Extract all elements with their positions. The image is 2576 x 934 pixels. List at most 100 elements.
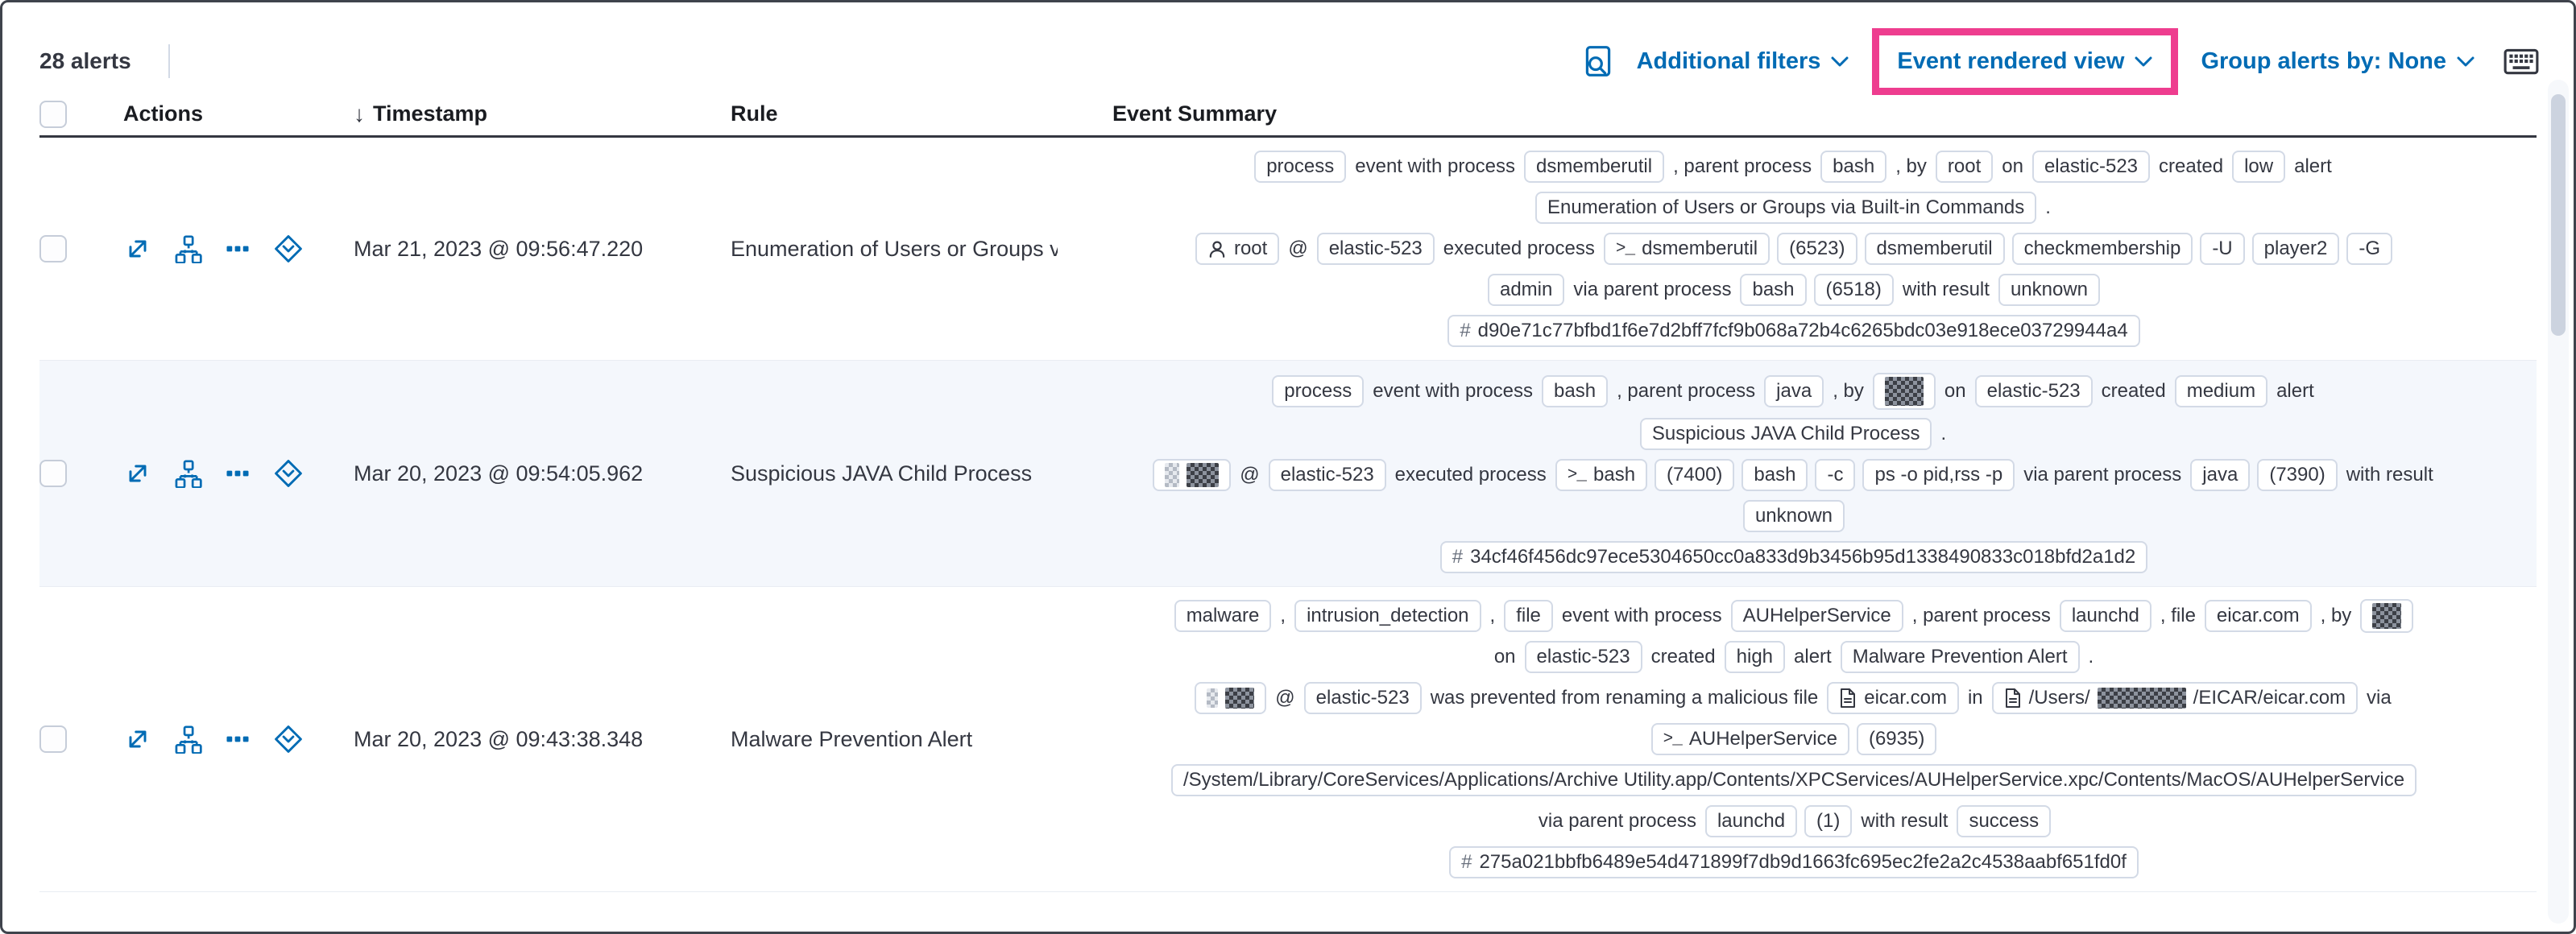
field-value-badge[interactable]: elastic-523 xyxy=(2031,151,2151,183)
file-badge[interactable]: /Users//EICAR/eicar.com xyxy=(1991,682,2359,714)
field-value-badge[interactable]: bash xyxy=(1820,151,1887,183)
redacted-badge[interactable] xyxy=(1195,682,1267,714)
column-header-rule[interactable]: Rule xyxy=(702,101,1058,126)
view-selector-button[interactable]: Event rendered view xyxy=(1897,48,2153,75)
badge-text: /System/Library/CoreServices/Application… xyxy=(1182,769,2405,791)
analyze-event-icon[interactable] xyxy=(173,234,202,263)
field-value-badge[interactable]: Enumeration of Users or Groups via Built… xyxy=(1535,192,2037,224)
redacted-badge[interactable] xyxy=(1872,373,1936,410)
field-value-badge[interactable]: file xyxy=(1504,600,1553,632)
row-checkbox[interactable] xyxy=(39,725,67,753)
field-value-badge[interactable]: (1) xyxy=(1804,805,1853,837)
field-value-badge[interactable]: eicar.com xyxy=(2204,600,2312,632)
keyboard-shortcuts-icon[interactable] xyxy=(2503,44,2540,78)
alert-count-label: 28 alerts xyxy=(39,48,131,73)
field-value-badge[interactable]: intrusion_detection xyxy=(1294,600,1481,632)
field-value-badge[interactable]: /System/Library/CoreServices/Application… xyxy=(1170,764,2417,796)
analyze-event-icon[interactable] xyxy=(173,459,202,488)
investigate-in-timeline-icon[interactable] xyxy=(273,458,304,489)
field-value-badge[interactable]: (7390) xyxy=(2257,459,2338,491)
process-badge[interactable]: >_bash xyxy=(1555,459,1648,491)
field-value-badge[interactable]: root xyxy=(1935,151,1994,183)
field-value-badge[interactable]: bash xyxy=(1542,375,1609,407)
field-value-badge[interactable]: dsmemberutil xyxy=(1864,233,2005,265)
investigate-in-timeline-icon[interactable] xyxy=(273,234,304,264)
field-value-badge[interactable]: -c xyxy=(1815,459,1856,491)
additional-filters-button[interactable]: Additional filters xyxy=(1637,48,1850,75)
field-value-badge[interactable]: elastic-523 xyxy=(1303,682,1422,714)
group-alerts-by-button[interactable]: Group alerts by: None xyxy=(2201,48,2475,75)
select-all-checkbox[interactable] xyxy=(39,100,67,128)
analyze-event-icon[interactable] xyxy=(173,725,202,754)
summary-text: executed process xyxy=(1443,238,1595,259)
summary-text: , by xyxy=(1895,155,1927,177)
field-value-badge[interactable]: java xyxy=(1764,375,1824,407)
column-header-timestamp[interactable]: ↓ Timestamp xyxy=(321,101,702,127)
field-value-badge[interactable]: elastic-523 xyxy=(1268,459,1386,491)
rule-cell[interactable]: Enumeration of Users or Groups via Bui xyxy=(731,236,1058,261)
process-badge[interactable]: >_AUHelperService xyxy=(1650,723,1849,755)
user-badge[interactable]: root xyxy=(1195,233,1280,265)
field-value-badge[interactable]: admin xyxy=(1487,274,1565,306)
more-actions-icon[interactable] xyxy=(223,459,252,488)
investigate-in-timeline-icon[interactable] xyxy=(273,724,304,754)
inspect-icon[interactable] xyxy=(1582,44,1614,78)
row-actions-cell xyxy=(86,458,321,489)
field-value-badge[interactable]: launchd xyxy=(1704,805,1798,837)
field-value-badge[interactable]: AUHelperService xyxy=(1730,600,1903,632)
field-value-badge[interactable]: unknown xyxy=(1998,274,2101,306)
field-value-badge[interactable]: player2 xyxy=(2251,233,2340,265)
scrollbar-thumb[interactable] xyxy=(2551,94,2566,336)
field-value-badge[interactable]: success xyxy=(1957,805,2052,837)
row-checkbox[interactable] xyxy=(39,460,67,487)
field-value-badge[interactable]: (6935) xyxy=(1856,723,1937,755)
field-value-badge[interactable]: bash xyxy=(1741,459,1808,491)
field-value-badge[interactable]: dsmemberutil xyxy=(1524,151,1665,183)
process-badge[interactable]: >_dsmemberutil xyxy=(1603,233,1770,265)
field-value-badge[interactable]: Suspicious JAVA Child Process xyxy=(1639,418,1932,450)
field-value-badge[interactable]: (6518) xyxy=(1813,274,1894,306)
field-value-badge[interactable]: -G xyxy=(2346,233,2393,265)
redacted-badge[interactable] xyxy=(1153,459,1232,491)
row-checkbox[interactable] xyxy=(39,235,67,262)
field-value-badge[interactable]: java xyxy=(2190,459,2251,491)
more-actions-icon[interactable] xyxy=(223,725,252,754)
field-value-badge[interactable]: high xyxy=(1724,641,1786,673)
field-value-badge[interactable]: unknown xyxy=(1742,500,1845,532)
alerts-toolbar: 28 alerts Additional filters Event rende… xyxy=(39,27,2540,95)
more-actions-icon[interactable] xyxy=(223,234,252,263)
field-value-badge[interactable]: malware xyxy=(1174,600,1272,632)
badge-text: AUHelperService xyxy=(1742,605,1891,626)
field-value-badge[interactable]: checkmembership xyxy=(2011,233,2193,265)
field-value-badge[interactable]: elastic-523 xyxy=(1974,375,2093,407)
field-value-badge[interactable]: medium xyxy=(2174,375,2268,407)
expand-alert-icon[interactable] xyxy=(123,234,152,263)
badge-text: bash xyxy=(1554,380,1597,402)
file-badge[interactable]: eicar.com xyxy=(1827,682,1959,714)
hash-badge[interactable]: #275a021bbfb6489e54d471899f7db9d1663fc69… xyxy=(1449,846,2139,878)
hash-badge[interactable]: #34cf46f456dc97ece5304650cc0a833d9b3456b… xyxy=(1439,541,2148,573)
badge-text: unknown xyxy=(1754,505,1833,527)
field-value-badge[interactable]: bash xyxy=(1740,274,1807,306)
redacted-badge[interactable] xyxy=(2360,599,2414,633)
field-value-badge[interactable]: launchd xyxy=(2059,600,2151,632)
field-value-badge[interactable]: process xyxy=(1272,375,1365,407)
rule-cell[interactable]: Suspicious JAVA Child Process xyxy=(731,461,1033,486)
badge-text: root xyxy=(1233,238,1268,259)
vertical-scrollbar[interactable] xyxy=(2548,80,2569,924)
badge-text: 275a021bbfb6489e54d471899f7db9d1663fc695… xyxy=(1479,851,2127,873)
field-value-badge[interactable]: (7400) xyxy=(1655,459,1735,491)
field-value-badge[interactable]: ps -o pid,rss -p xyxy=(1862,459,2015,491)
field-value-badge[interactable]: -U xyxy=(2200,233,2245,265)
field-value-badge[interactable]: elastic-523 xyxy=(1524,641,1642,673)
field-value-badge[interactable]: Malware Prevention Alert xyxy=(1840,641,2080,673)
expand-alert-icon[interactable] xyxy=(123,725,152,754)
field-value-badge[interactable]: (6523) xyxy=(1777,233,1857,265)
field-value-badge[interactable]: low xyxy=(2232,151,2286,183)
field-value-badge[interactable]: elastic-523 xyxy=(1316,233,1435,265)
summary-text: , by xyxy=(1833,380,1864,402)
field-value-badge[interactable]: process xyxy=(1254,151,1347,183)
hash-badge[interactable]: #d90e71c77bfbd1f6e7d2bff7fcf9b068a72b4c6… xyxy=(1447,315,2140,347)
rule-cell[interactable]: Malware Prevention Alert xyxy=(731,726,973,751)
expand-alert-icon[interactable] xyxy=(123,459,152,488)
